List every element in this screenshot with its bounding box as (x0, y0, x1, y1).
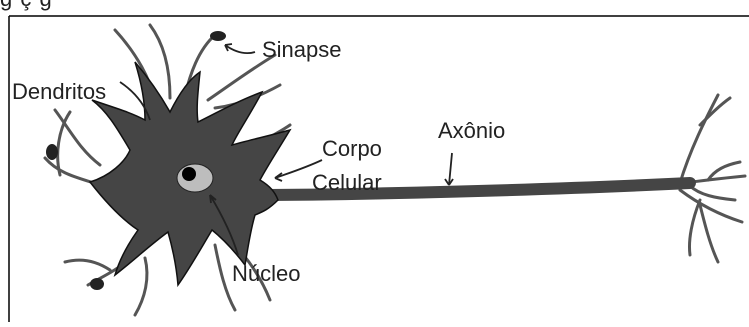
label-axonio: Axônio (438, 119, 505, 143)
arrow-sinapse (225, 45, 255, 53)
synapse-knob-bottom (90, 278, 104, 290)
nucleus (177, 164, 213, 192)
synapse-knob-left (46, 144, 58, 160)
synapse-knob-top (210, 31, 226, 41)
caption-fragment: g ç g (0, 0, 53, 11)
label-sinapse: Sinapse (262, 38, 342, 62)
label-corpo: Corpo (322, 137, 382, 161)
nucleolus (182, 167, 196, 181)
label-dendritos: Dendritos (12, 80, 106, 104)
label-celular: Celular (312, 171, 382, 195)
label-nucleo: Núcleo (232, 262, 300, 286)
